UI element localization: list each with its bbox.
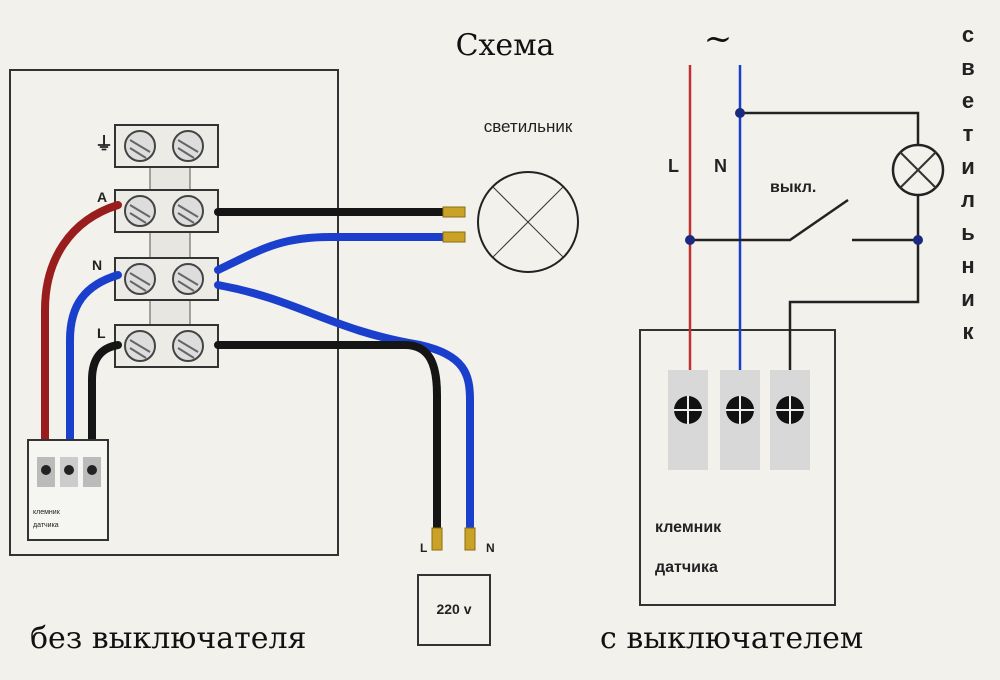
supply-n-label: N	[486, 541, 495, 555]
supply-neutral-wire	[214, 281, 474, 534]
wire-tip	[442, 231, 466, 243]
terminal-label-a: A	[97, 189, 107, 205]
sensor-terminal-left: клемник датчика	[27, 439, 109, 541]
caption-left: без выключателя	[30, 621, 306, 656]
junction-dot	[735, 108, 745, 118]
supply-box	[417, 574, 491, 646]
lamp-label: светильник	[484, 117, 573, 136]
supply-l-label: L	[420, 541, 427, 555]
sensor-terminal-label: клемник	[655, 519, 722, 536]
vertical-label-letter: е	[962, 88, 974, 113]
sensor-l-wire	[88, 341, 122, 449]
vertical-lamp-label: светильник	[961, 22, 975, 344]
terminal-block	[114, 124, 219, 368]
terminal-label-n: N	[92, 257, 102, 273]
switch-label: выкл.	[770, 179, 816, 196]
sensor-terminal-label: датчика	[33, 522, 59, 529]
vertical-label-letter: н	[961, 253, 974, 278]
sensor-terminal-right	[668, 370, 810, 470]
phase-label: L	[668, 156, 679, 176]
ground-label: ⏚	[95, 134, 113, 154]
wire-tip	[442, 206, 466, 218]
lamp-neutral-wire	[214, 233, 449, 274]
vertical-label-letter: в	[961, 55, 975, 80]
switch-line	[690, 198, 849, 242]
lamp-symbol	[477, 171, 579, 273]
ac-symbol: ~	[704, 19, 733, 59]
sensor-terminal-label: датчика	[655, 559, 718, 576]
lamp-load-line	[788, 195, 920, 395]
junction-dot	[685, 235, 695, 245]
supply-voltage: 220 v	[436, 601, 471, 617]
sensor-a-wire	[41, 201, 122, 449]
sensor-box	[639, 329, 836, 606]
vertical-label-letter: т	[963, 121, 974, 146]
junction-dot	[913, 235, 923, 245]
vertical-label-letter: ь	[961, 220, 975, 245]
vertical-label-letter: с	[962, 22, 974, 47]
sensor-n-wire	[66, 271, 122, 449]
lamp-symbol-right	[891, 143, 945, 197]
sensor-terminal-label: клемник	[33, 509, 61, 516]
vertical-label-letter: и	[961, 154, 975, 179]
junction-box	[9, 69, 339, 556]
vertical-label-letter: к	[962, 319, 974, 344]
neutral-label: N	[714, 156, 727, 176]
lamp-neutral-line	[740, 111, 920, 145]
wire-tip	[464, 527, 476, 551]
caption-right: с выключателем	[600, 621, 863, 656]
terminal-label-l: L	[97, 325, 106, 341]
diagram-title: Схема	[456, 28, 555, 63]
vertical-label-letter: и	[961, 286, 975, 311]
supply-phase-wire	[214, 341, 441, 534]
vertical-label-letter: л	[961, 187, 975, 212]
wire-tip	[431, 527, 443, 551]
